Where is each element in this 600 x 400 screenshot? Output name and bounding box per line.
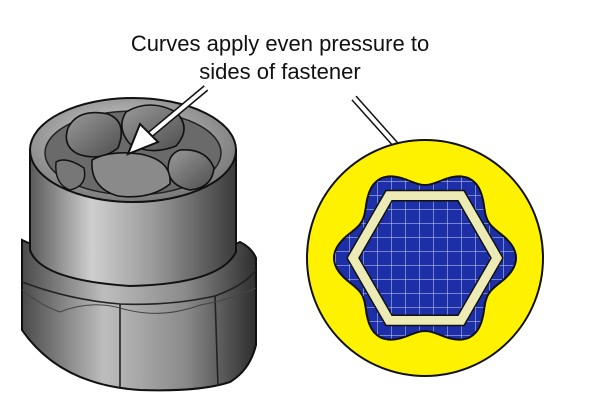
pointer-arrow-left — [126, 85, 209, 156]
annotation-line-2: sides of fastener — [199, 59, 361, 84]
cross-section — [306, 139, 544, 377]
hex-fastener-inner — [358, 200, 492, 316]
annotation-label: Curves apply even pressure to sides of f… — [90, 30, 470, 86]
annotation-line-1: Curves apply even pressure to — [130, 31, 430, 56]
